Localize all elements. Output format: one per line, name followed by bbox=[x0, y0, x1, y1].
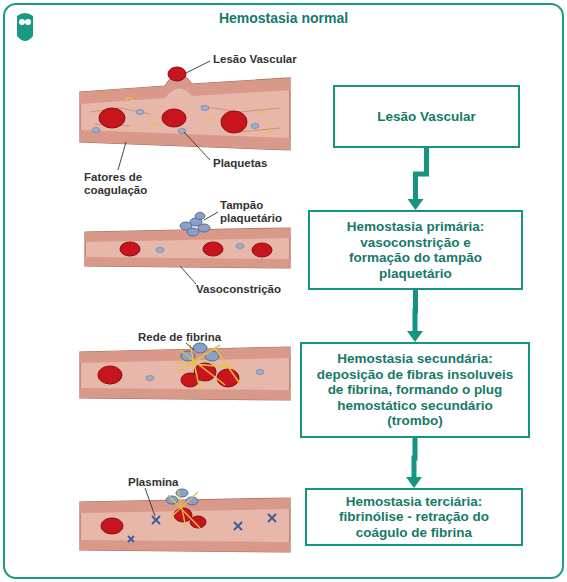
coagulation-factor bbox=[100, 98, 273, 135]
leader-line bbox=[186, 61, 210, 73]
platelet bbox=[193, 343, 207, 353]
red-cell bbox=[162, 109, 186, 127]
arrow-shaft bbox=[416, 148, 427, 200]
vessel-fibrinolysis bbox=[80, 489, 290, 552]
red-cell bbox=[99, 108, 125, 128]
vessel-lumen bbox=[80, 347, 290, 400]
plasmin-mark bbox=[128, 514, 276, 542]
part-label: Lesão Vascular bbox=[213, 53, 323, 66]
box-content: Lesão Vascular bbox=[342, 109, 512, 125]
fibrin-strand bbox=[168, 490, 200, 528]
owl-eye bbox=[19, 19, 25, 25]
platelet bbox=[92, 128, 100, 133]
vessel-wall bbox=[80, 540, 290, 552]
platelet bbox=[251, 124, 259, 129]
part-label: Vasoconstrição bbox=[196, 283, 306, 296]
arrow-shaft bbox=[414, 438, 415, 478]
platelet-plug bbox=[180, 213, 210, 237]
arrow-head bbox=[406, 477, 422, 488]
owl-eye bbox=[25, 19, 31, 25]
vessel-wall bbox=[85, 228, 290, 242]
red-cell bbox=[101, 518, 123, 534]
process-box: Hemostasia primária: vasoconstrição e fo… bbox=[308, 210, 523, 290]
part-label: Plaquetas bbox=[213, 157, 303, 170]
vessel-wall bbox=[80, 74, 290, 104]
box-text: Hemostasia primária: vasoconstrição e fo… bbox=[331, 219, 501, 281]
platelet bbox=[236, 244, 244, 249]
box-text: Lesão Vascular bbox=[342, 109, 512, 125]
process-box: Lesão Vascular bbox=[333, 85, 520, 148]
box-content: Hemostasia secundária: deposição de fibr… bbox=[315, 351, 515, 429]
red-cell bbox=[168, 67, 186, 81]
part-label: Fatores de coagulação bbox=[84, 171, 164, 197]
platelet bbox=[146, 376, 154, 381]
box-content: Hemostasia primária: vasoconstrição e fo… bbox=[331, 219, 501, 281]
leader-line bbox=[118, 142, 126, 170]
platelet bbox=[187, 228, 199, 236]
process-box: Hemostasia secundária: deposição de fibr… bbox=[300, 342, 530, 438]
vessel-fibrin bbox=[80, 343, 290, 400]
red-cell bbox=[120, 242, 140, 256]
platelet bbox=[256, 370, 264, 375]
owl-body bbox=[17, 13, 33, 41]
vessel-texture bbox=[90, 106, 280, 132]
leader-line bbox=[145, 488, 155, 516]
platelet bbox=[198, 224, 210, 232]
vessel-lumen bbox=[85, 228, 290, 268]
part-label: Rede de fibrina bbox=[138, 331, 248, 344]
red-cell bbox=[221, 111, 247, 133]
part-label: Tampão plaquetário bbox=[220, 199, 300, 225]
box-content: Hemostasia terciária: fibrinólise - retr… bbox=[324, 494, 504, 541]
leader-line bbox=[204, 212, 218, 220]
part-label: Plasmina bbox=[128, 476, 208, 489]
red-cell bbox=[98, 366, 122, 384]
box-text: Hemostasia secundária: deposição de fibr… bbox=[315, 351, 515, 429]
leader-line bbox=[184, 132, 210, 160]
vessel-wall bbox=[80, 388, 290, 400]
box-text: Hemostasia terciária: fibrinólise - retr… bbox=[324, 494, 504, 541]
vessel-injury bbox=[80, 67, 290, 150]
red-cell bbox=[203, 242, 223, 256]
vessel-lumen bbox=[80, 74, 290, 150]
flow-arrow bbox=[408, 148, 427, 210]
leader-line bbox=[180, 266, 196, 284]
flow-arrow bbox=[407, 290, 423, 342]
platelet bbox=[136, 110, 144, 115]
diagram-title: Hemostasia normal bbox=[0, 10, 567, 26]
platelet bbox=[195, 213, 205, 220]
arrow-shaft bbox=[413, 290, 419, 332]
process-box: Hemostasia terciária: fibrinólise - retr… bbox=[305, 488, 523, 546]
vessel-wall bbox=[80, 347, 290, 363]
flow-arrow bbox=[406, 438, 422, 488]
retracting-clot bbox=[166, 489, 206, 528]
vessel-wall bbox=[85, 257, 290, 268]
red-cell bbox=[252, 243, 272, 257]
platelet bbox=[201, 106, 209, 111]
platelet bbox=[156, 248, 164, 253]
leader-line bbox=[186, 343, 194, 350]
fibrin-clot bbox=[175, 343, 240, 390]
owl-logo bbox=[17, 13, 33, 41]
arrow-head bbox=[407, 331, 423, 342]
arrow-head bbox=[408, 199, 424, 210]
frame-border bbox=[4, 4, 563, 578]
fibrin-strand bbox=[175, 345, 240, 390]
